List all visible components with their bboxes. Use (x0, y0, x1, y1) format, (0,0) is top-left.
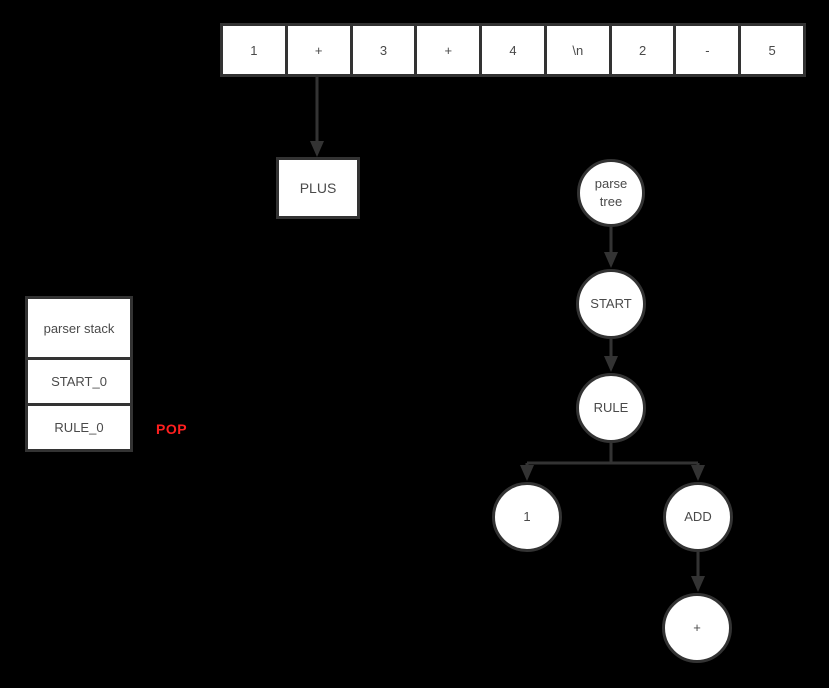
lexer-token-box: PLUS (276, 157, 360, 219)
token-cell-highlighted: + (284, 26, 350, 74)
tree-node-rule: RULE (576, 373, 646, 443)
arrow-add-to-operator (691, 552, 705, 592)
branch-rule-to-children (520, 443, 705, 481)
token-strip: 1 + 3 + 4 \n 2 - 5 (220, 23, 806, 77)
tree-node-root-label: parse tree (594, 176, 628, 209)
token-cell: 5 (738, 26, 804, 74)
tree-node-one: 1 (492, 482, 562, 552)
pop-action-label: POP (156, 421, 188, 437)
token-cell: + (414, 26, 480, 74)
parser-stack-title: parser stack (28, 299, 130, 360)
arrow-token-to-plus (310, 77, 324, 157)
arrow-start-to-rule (604, 339, 618, 372)
parser-stack: parser stack START_0 RULE_0 (25, 296, 133, 452)
tree-node-root: parse tree (577, 159, 645, 227)
parser-stack-entry: RULE_0 (54, 420, 104, 435)
tree-node-add: ADD (663, 482, 733, 552)
token-cell: - (673, 26, 739, 74)
tree-node-operator: + (662, 593, 732, 663)
parser-stack-entry: START_0 (28, 360, 130, 406)
token-cell: 3 (349, 26, 415, 74)
token-cell: 2 (608, 26, 674, 74)
tree-node-start: START (576, 269, 646, 339)
arrow-parsetree-to-start (604, 227, 618, 268)
lexer-token-label: PLUS (299, 180, 337, 196)
token-cell: \n (543, 26, 609, 74)
token-cell: 4 (479, 26, 544, 74)
token-cell: 1 (223, 26, 285, 74)
